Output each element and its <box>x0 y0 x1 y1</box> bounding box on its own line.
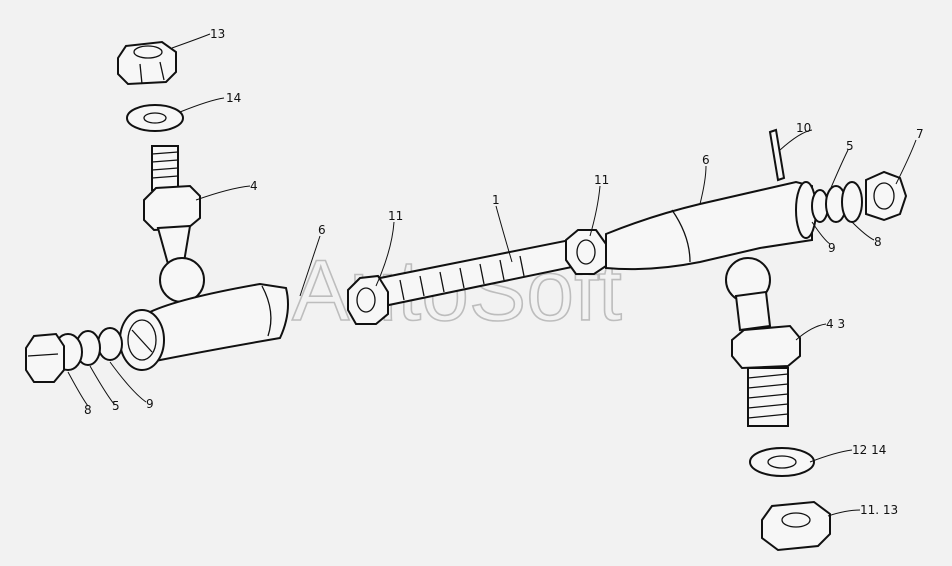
washer-part-12 <box>749 447 815 477</box>
callout-6-right: 6 <box>702 153 710 167</box>
callout-5-left: 5 <box>112 399 120 413</box>
callout-8-right: 8 <box>874 235 882 249</box>
nut-part-11-right <box>565 229 607 275</box>
cotter-pin-part-10 <box>768 128 786 182</box>
callout-11-13: 11. 13 <box>860 503 898 517</box>
callout-6-left: 6 <box>318 223 326 237</box>
nut-part-13 <box>117 40 177 86</box>
callout-9-left: 9 <box>146 397 154 411</box>
callout-7: 7 <box>916 127 924 141</box>
nut-part-11-left <box>347 274 389 325</box>
ball-pin-part-4-right <box>725 257 801 427</box>
callout-8-left: 8 <box>84 403 92 417</box>
callout-13: 13 <box>210 27 225 41</box>
callout-9-right: 9 <box>828 241 836 255</box>
tie-rod-end-part-6-right <box>605 180 817 271</box>
callout-4-top: 4 <box>250 179 258 193</box>
ball-pin-part-4-top <box>143 145 205 303</box>
callout-12-14: 12 14 <box>852 443 886 457</box>
callout-5-right: 5 <box>846 139 854 153</box>
callout-4-3: 4 3 <box>826 317 845 331</box>
nut-part-11-bottom <box>761 500 831 552</box>
tie-rod-end-part-6-left <box>119 282 289 371</box>
callout-1: 1 <box>492 193 500 207</box>
leader-lines <box>67 33 917 517</box>
callout-11-right: 11 <box>594 173 609 187</box>
callout-11-left: 11 <box>388 209 403 223</box>
left-seal-stack <box>25 327 123 383</box>
callout-14: 14 <box>226 91 241 105</box>
callout-10: 10 <box>796 121 811 135</box>
right-seal-stack <box>811 170 908 223</box>
washer-part-14 <box>126 104 184 132</box>
